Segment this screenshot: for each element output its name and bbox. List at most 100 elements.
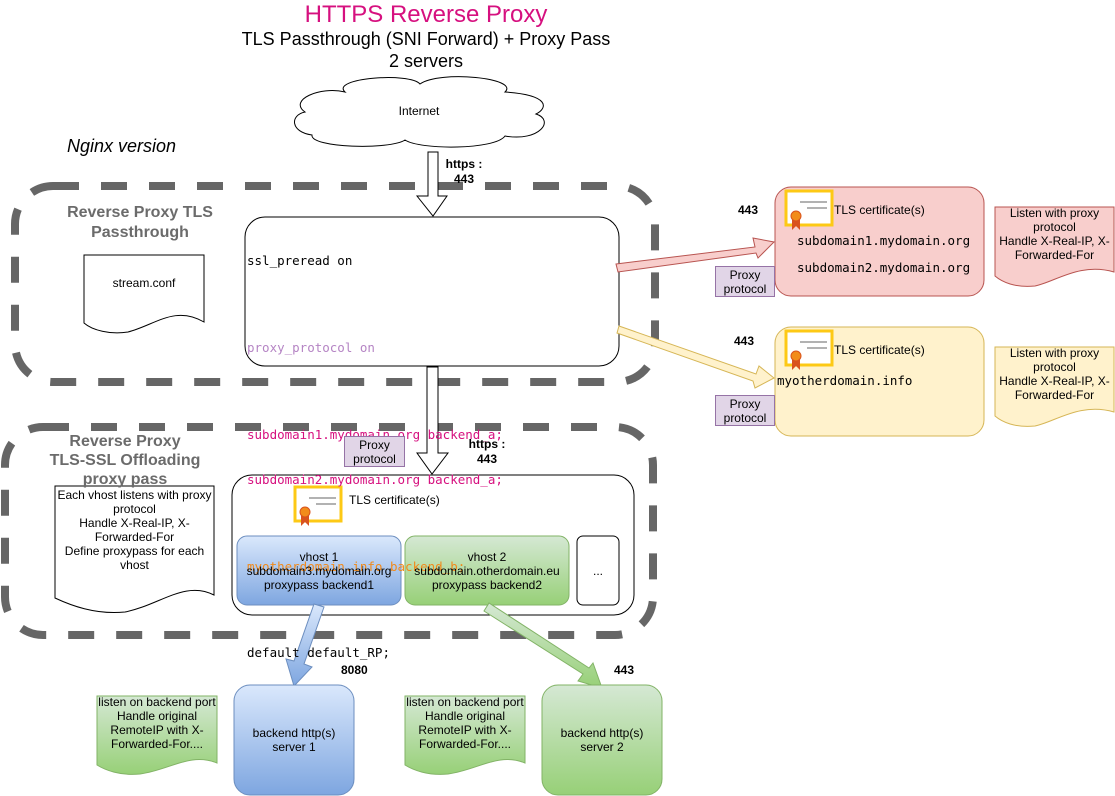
vhost-2: vhost 2 subdomain.otherdomain.eu proxypa… (405, 536, 569, 605)
config-line: subdomain2.mydomain.org backend_a; (247, 472, 503, 487)
note-line: Handle original (116, 709, 198, 723)
proxy-protocol-tag-red: Proxy protocol (715, 266, 775, 297)
vhost-name: vhost 1 (299, 549, 339, 564)
stream-conf-shape (83, 254, 205, 334)
stream-conf-label: stream.conf (112, 276, 176, 290)
yellow-domain-1: myotherdomain.info (777, 373, 913, 388)
config-line: ssl_preread on (247, 253, 353, 268)
note-line: Handle X-Real-IP, X- (999, 374, 1110, 388)
vhost-proxypass: proxypass backend1 (263, 577, 375, 592)
proxy-protocol-tag-yellow: Proxy protocol (715, 395, 775, 426)
vhost-domain: subdomain.otherdomain.eu (414, 563, 560, 578)
passthrough-group-title: Reverse Proxy TLS Passthrough (55, 203, 225, 243)
note-line: Listen with proxy (1009, 346, 1100, 360)
note-line: RemoteIP with X- (418, 723, 512, 737)
proxy-tag-line1: Proxy (359, 438, 390, 452)
note-line: Forwarded-For.... (110, 737, 204, 751)
note-line: Listen with proxy (1009, 206, 1100, 220)
page-subtitle: TLS Passthrough (SNI Forward) + Proxy Pa… (241, 29, 611, 49)
proxy-tag-line1: Proxy (729, 268, 761, 282)
backend-1-box (233, 684, 355, 796)
vhost-1: vhost 1 subdomain3.mydomain.org proxypas… (237, 536, 401, 605)
https-label-top-line2: 443 (453, 172, 475, 186)
https-label-top: https : 443 (440, 157, 488, 187)
backend-label-line2: server 1 (272, 740, 316, 754)
red-note-shape (994, 206, 1115, 287)
offloading-group-title: Reverse Proxy TLS-SSL Offloading proxy p… (30, 432, 220, 489)
vhost-more: ... (592, 563, 603, 578)
https-label-mid-line2: 443 (476, 452, 498, 466)
page-title: HTTPS Reverse Proxy (304, 1, 548, 28)
port-label-backend-1: 8080 (341, 663, 368, 677)
config-line: proxy_protocol on (247, 340, 375, 355)
version-label: Nginx version (67, 136, 177, 156)
internet-label: Internet (398, 104, 440, 118)
note-line: RemoteIP with X- (110, 723, 204, 737)
note-line: Each vhost listens with proxy (57, 488, 212, 502)
offloading-title-line2: TLS-SSL Offloading (49, 452, 201, 469)
proxy-tag-line2: protocol (723, 282, 767, 296)
arrow-to-red-server (615, 237, 776, 273)
note-line: Define proxypass for each (64, 544, 205, 558)
backend-label-line1: backend http(s) (252, 726, 336, 740)
https-label-mid: https : 443 (463, 437, 511, 467)
proxy-tag-line2: protocol (353, 452, 396, 466)
port-label-red: 443 (738, 203, 759, 217)
note-line: Forwarded-For (1014, 248, 1095, 262)
note-line: Handle X-Real-IP, X- (999, 234, 1110, 248)
note-line: protocol (1033, 220, 1076, 234)
port-label-backend-2: 443 (614, 663, 635, 677)
arrow-internet-to-passthrough (415, 151, 448, 217)
passthrough-title-line2: Passthrough (91, 224, 189, 241)
red-domain-1: subdomain1.mydomain.org (797, 233, 971, 248)
port-label-yellow: 443 (734, 334, 755, 348)
backend-2-box (541, 684, 663, 796)
red-domain-2: subdomain2.mydomain.org (797, 260, 971, 275)
config-line: default default_RP; (247, 645, 390, 660)
offloading-cert-label: TLS certificate(s) (349, 493, 440, 507)
yellow-server-note: Listen with proxy protocol Handle X-Real… (995, 346, 1114, 402)
internet-cloud (294, 76, 545, 148)
red-cert-label: TLS certificate(s) (834, 203, 925, 217)
arrow-to-yellow-server (616, 325, 775, 389)
note-line: Forwarded-For (1014, 388, 1095, 402)
https-label-mid-line1: https : (468, 437, 506, 451)
passthrough-title-line1: Reverse Proxy TLS (67, 204, 213, 221)
offloading-title-line1: Reverse Proxy (69, 433, 181, 450)
config-line: myotherdomain.info backend_b; (247, 559, 466, 574)
https-label-top-line1: https : (445, 157, 483, 171)
passthrough-group-border (11, 182, 659, 386)
proxy-protocol-tag-offloading: Proxy protocol (344, 436, 405, 467)
vhost-domain: subdomain3.mydomain.org (246, 563, 392, 578)
backend-1-note: listen on backend port Handle original R… (96, 695, 218, 751)
backend-label-line2: server 2 (580, 740, 624, 754)
certificate-icon (784, 329, 834, 370)
backend-2-note-shape (404, 695, 526, 775)
note-line: Forwarded-For.... (418, 737, 512, 751)
note-line: Forwarded-For (94, 530, 175, 544)
certificate-icon (784, 189, 834, 230)
note-line: Handle X-Real-IP, X- (79, 516, 190, 530)
config-code: ssl_preread on proxy_protocol on subdoma… (247, 223, 503, 675)
offloading-note-shape (54, 485, 215, 614)
note-line: protocol (113, 502, 156, 516)
backend-2-note: listen on backend port Handle original R… (404, 695, 526, 751)
vhost-2-box (404, 535, 570, 606)
note-line: protocol (1033, 360, 1076, 374)
config-box (244, 216, 620, 367)
vhost-name: vhost 2 (467, 549, 507, 564)
backend-server-1: backend http(s) server 1 (234, 685, 354, 795)
note-line: Handle original (424, 709, 506, 723)
proxy-tag-line2: protocol (723, 411, 767, 425)
offloading-group-border (1, 423, 657, 639)
note-line: listen on backend port (406, 695, 524, 709)
backend-label-line1: backend http(s) (560, 726, 644, 740)
vhost-more-box (576, 535, 620, 606)
arrow-passthrough-to-offloading (416, 366, 450, 475)
backend-server-2: backend http(s) server 2 (542, 685, 662, 795)
certificate-icon (293, 485, 343, 526)
note-line: listen on backend port (98, 695, 216, 709)
arrow-to-backend-1 (285, 603, 325, 687)
backend-1-note-shape (96, 695, 218, 775)
